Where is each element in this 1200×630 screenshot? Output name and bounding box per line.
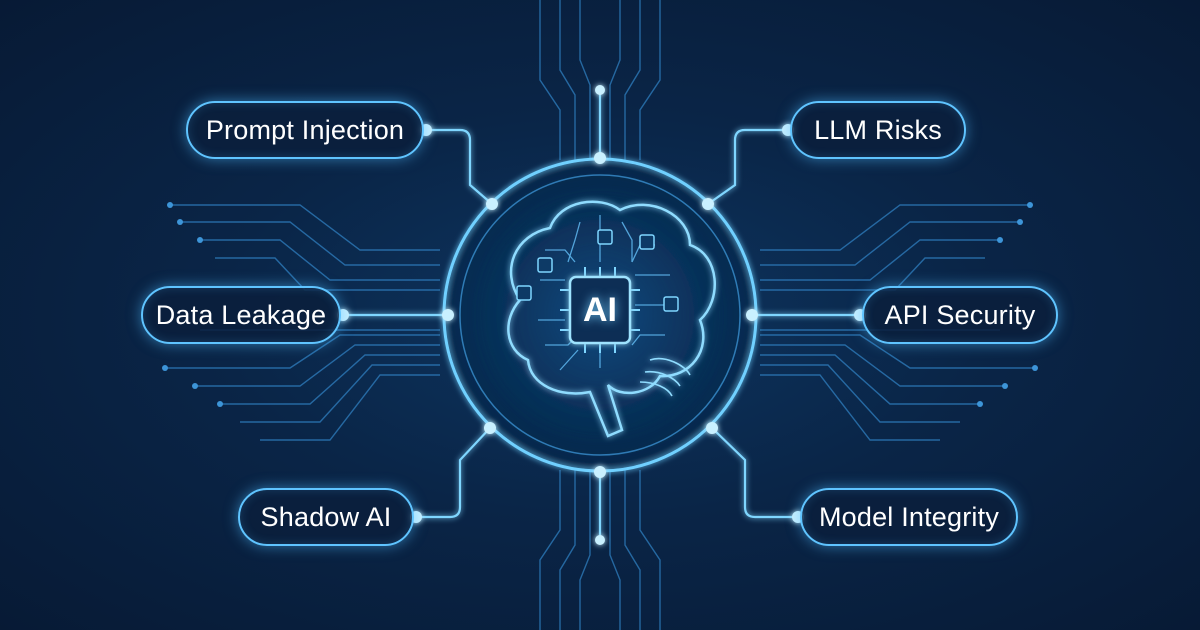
node-shadow-ai: Shadow AI [238, 488, 414, 546]
circuit-traces-bottom [539, 470, 661, 630]
brain-chips [516, 229, 679, 312]
brain-icon [507, 200, 716, 438]
ring-nodes [442, 85, 758, 545]
node-llm-risks: LLM Risks [790, 101, 966, 159]
node-prompt-injection: Prompt Injection [186, 101, 424, 159]
node-api-security: API Security [862, 286, 1058, 344]
node-model-integrity: Model Integrity [800, 488, 1018, 546]
node-data-leakage: Data Leakage [141, 286, 341, 344]
connectors [341, 90, 862, 540]
trace-dots [162, 202, 1038, 407]
inner-ring [459, 174, 741, 456]
ai-chip-icon [560, 267, 640, 353]
circuit-traces-right [760, 204, 1035, 441]
ai-chip-label: AI [583, 290, 617, 329]
circuit-traces-left [165, 204, 440, 441]
circuit-traces-top [539, 0, 661, 160]
